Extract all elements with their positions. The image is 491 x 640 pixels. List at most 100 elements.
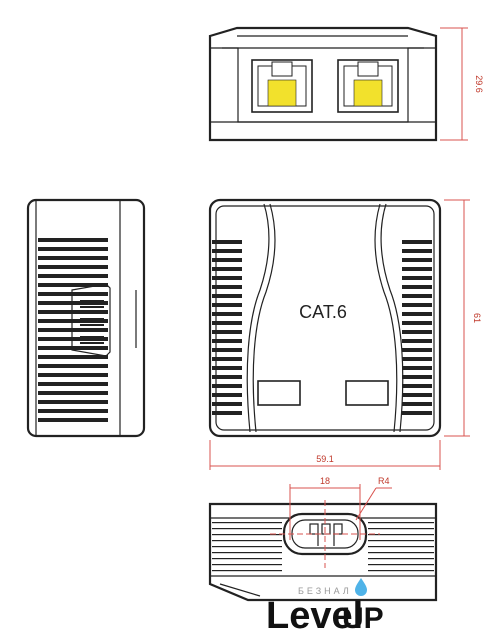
latch-ridge: [80, 336, 104, 338]
vent-fin: [402, 321, 432, 325]
vent-fin: [402, 375, 432, 379]
vent-fin: [38, 274, 108, 278]
rj45-jack-left: [251, 59, 313, 113]
logo-accent-text: UP: [342, 602, 384, 635]
vent-fin: [212, 393, 242, 397]
dim-width-front: 59.1: [316, 454, 334, 464]
vent-fin: [38, 265, 108, 269]
vent-fin: [402, 276, 432, 280]
vent-fin: [38, 319, 108, 323]
brand-logo: БЕЗНАЛ Level UP: [266, 578, 384, 637]
latch-ridge: [80, 312, 104, 314]
vent-fin: [212, 321, 242, 325]
vent-fin: [212, 312, 242, 316]
front-view: CAT.6 61 59.1: [208, 198, 482, 470]
vent-fin: [402, 312, 432, 316]
vent-fin: [212, 285, 242, 289]
vent-fin: [212, 330, 242, 334]
bottom-ridge: [368, 558, 434, 560]
bottom-ridge: [212, 546, 282, 548]
vent-fin: [212, 375, 242, 379]
vent-fin: [402, 294, 432, 298]
bottom-ridges: [212, 522, 434, 572]
vent-fin: [38, 337, 108, 341]
vent-fin: [38, 247, 108, 251]
vent-fin: [402, 258, 432, 262]
vent-fin: [212, 348, 242, 352]
vent-fin: [38, 283, 108, 287]
vent-fin: [212, 249, 242, 253]
front-vent-fins-right: [402, 240, 432, 415]
bottom-ridge: [212, 564, 282, 566]
vent-fin: [38, 409, 108, 413]
vent-fin: [38, 256, 108, 260]
side-view: [26, 198, 146, 438]
vent-fin: [402, 384, 432, 388]
latch-ridge: [80, 342, 104, 344]
bottom-ridge: [368, 540, 434, 542]
vent-fin: [38, 310, 108, 314]
dim-height-front: 61: [472, 313, 482, 323]
vent-fin: [402, 366, 432, 370]
vent-fin: [402, 285, 432, 289]
label-window-right: [345, 380, 389, 406]
vent-fin: [38, 238, 108, 242]
drop-icon: [355, 578, 367, 596]
bottom-ridge: [212, 570, 282, 572]
latch-ridge: [80, 306, 104, 308]
bottom-ridge: [368, 546, 434, 548]
vent-fin: [212, 339, 242, 343]
bottom-ridge: [368, 522, 434, 524]
bottom-view: 18 R4: [208, 476, 438, 602]
bottom-ridge: [368, 534, 434, 536]
logo-small-text: БЕЗНАЛ: [298, 586, 352, 596]
vent-fin: [212, 384, 242, 388]
vent-fin: [212, 402, 242, 406]
dim-bottom-width: 18: [320, 476, 330, 486]
vent-fin: [38, 391, 108, 395]
bottom-ridge: [212, 522, 282, 524]
vent-fin: [402, 249, 432, 253]
vent-fin: [38, 328, 108, 332]
bottom-ridge: [368, 552, 434, 554]
logo-main-text: Level: [266, 595, 363, 637]
vent-fin: [402, 330, 432, 334]
latch-ridge: [80, 300, 104, 302]
latch-ridge: [80, 348, 104, 350]
latch-ridge: [80, 330, 104, 332]
side-latch-ridges: [80, 294, 104, 350]
vent-fin: [402, 402, 432, 406]
vent-fin: [212, 366, 242, 370]
cat6-label: CAT.6: [299, 302, 347, 322]
vent-fin: [212, 240, 242, 244]
vent-fin: [38, 292, 108, 296]
vent-fin: [402, 303, 432, 307]
vent-fin: [402, 411, 432, 415]
vent-fin: [212, 303, 242, 307]
vent-fin: [402, 339, 432, 343]
vent-fin: [212, 294, 242, 298]
dim-bottom-radius: R4: [378, 476, 390, 486]
bottom-ridge: [368, 570, 434, 572]
vent-fin: [402, 267, 432, 271]
vent-fin: [212, 276, 242, 280]
bottom-ridge: [368, 528, 434, 530]
rj45-jack-right: [337, 59, 399, 113]
vent-fin: [212, 267, 242, 271]
vent-fin: [38, 373, 108, 377]
bottom-ridge: [212, 552, 282, 554]
bottom-ridge: [212, 534, 282, 536]
vent-fin: [38, 400, 108, 404]
side-vent-fins: [38, 238, 108, 422]
top-view: 29.6: [208, 26, 484, 142]
vent-fin: [38, 364, 108, 368]
vent-fin: [212, 258, 242, 262]
bottom-ridge: [212, 558, 282, 560]
vent-fin: [38, 301, 108, 305]
vent-fin: [402, 240, 432, 244]
dim-height-top: 29.6: [474, 75, 484, 93]
vent-fin: [38, 418, 108, 422]
vent-fin: [402, 393, 432, 397]
vent-fin: [402, 348, 432, 352]
